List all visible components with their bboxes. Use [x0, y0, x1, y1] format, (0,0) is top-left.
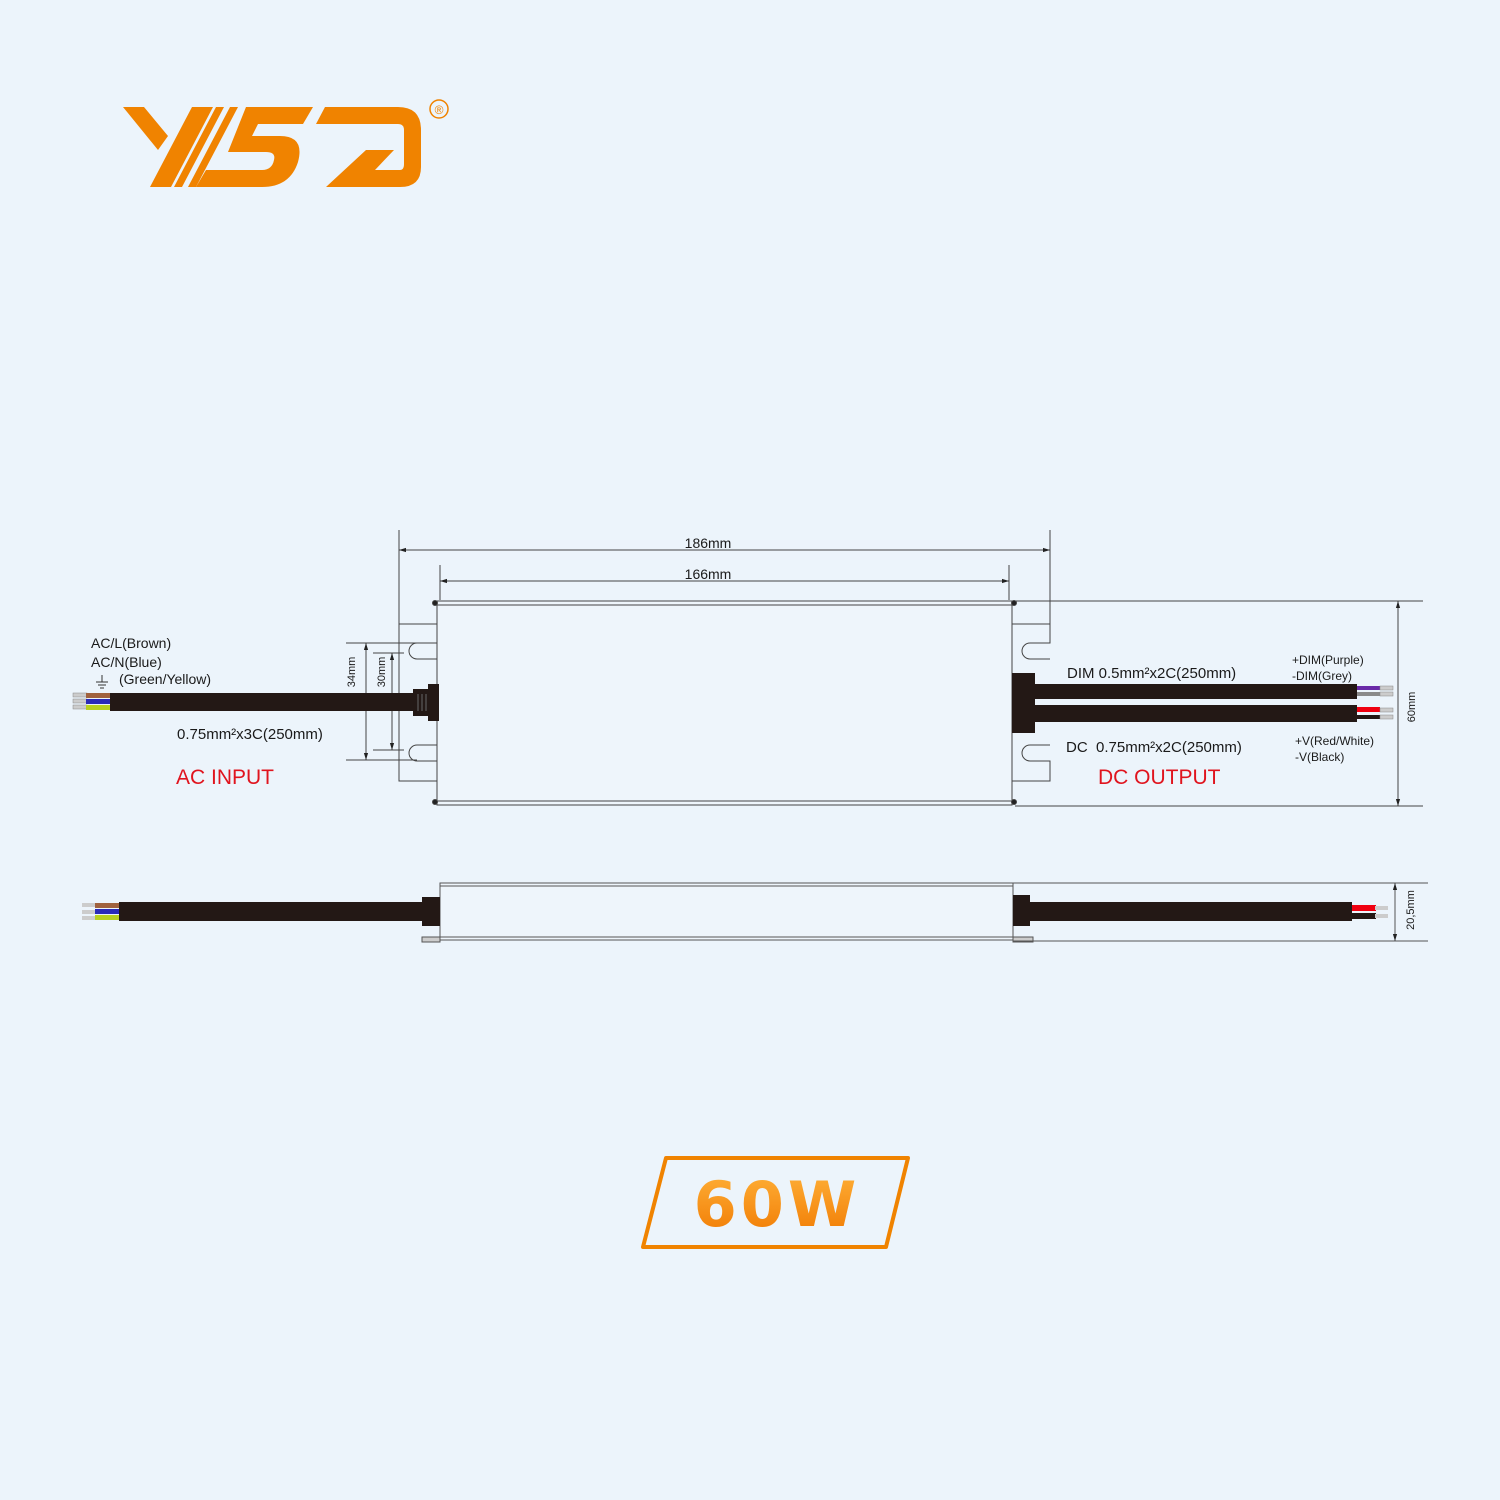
side-view-cables — [82, 895, 1388, 926]
ac-cable-spec: 0.75mm²x3C(250mm) — [177, 726, 323, 743]
top-view-drawing — [346, 530, 1423, 807]
dim-minus-label: -DIM(Grey) — [1292, 669, 1352, 683]
v-plus-label: +V(Red/White) — [1295, 734, 1374, 748]
wire-n-label: AC/N(Blue) — [91, 654, 162, 670]
ground-icon — [96, 675, 108, 689]
dim-mount-outer: 34mm — [346, 657, 358, 688]
dim-cable-spec: DIM 0.5mm²x2C(250mm) — [1067, 665, 1236, 682]
ac-input-title: AC INPUT — [176, 766, 274, 789]
dim-plus-label: +DIM(Purple) — [1292, 653, 1364, 667]
ac-input-cable — [72, 684, 439, 721]
dim-height: 20,5mm — [1405, 890, 1417, 930]
dc-output-title: DC OUTPUT — [1098, 766, 1221, 789]
dim-overall-length: 186mm — [685, 535, 732, 551]
dim-mount-inner: 30mm — [376, 657, 388, 688]
wire-l-label: AC/L(Brown) — [91, 635, 171, 651]
dc-output-cables — [1012, 673, 1394, 733]
dc-cable-spec: DC 0.75mm²x2C(250mm) — [1066, 739, 1242, 756]
dim-body-length: 166mm — [685, 566, 732, 582]
wire-ground-label: (Green/Yellow) — [119, 671, 211, 687]
side-view-drawing — [421, 882, 1428, 943]
wattage-badge: 60W — [641, 1156, 910, 1249]
registered-mark: ® — [435, 103, 444, 117]
wattage-label: 60W — [694, 1168, 861, 1241]
ysd-logo: ® — [123, 99, 449, 187]
dim-width: 60mm — [1406, 692, 1418, 723]
v-minus-label: -V(Black) — [1295, 750, 1344, 764]
